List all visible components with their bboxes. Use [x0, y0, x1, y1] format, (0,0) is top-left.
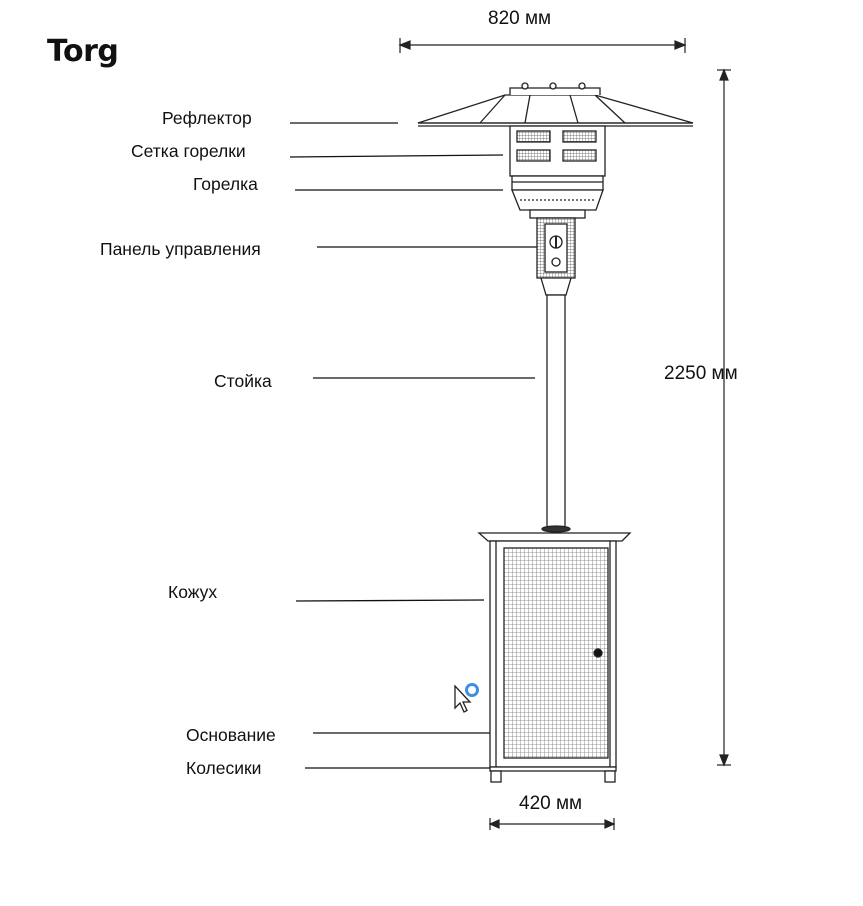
width-top-dimension: 820 мм [488, 8, 552, 29]
burner [511, 175, 604, 219]
base-wheels [489, 766, 617, 783]
dimension-line-top [398, 38, 687, 53]
width-base-dimension: 420 мм [519, 793, 583, 814]
height-dimension: 2250 мм [664, 363, 738, 384]
label-control-panel: Панель управления [100, 239, 261, 259]
label-housing: Кожух [168, 582, 218, 602]
label-wheels: Колесики [186, 758, 262, 778]
label-burner: Горелка [193, 174, 258, 194]
label-base: Основание [186, 725, 276, 745]
brand-logo: Torg [47, 34, 119, 69]
pole [546, 294, 566, 529]
reflector [417, 82, 694, 127]
mouse-pointer-with-busy-spinner-icon [454, 683, 479, 713]
dimension-line-height [717, 68, 731, 767]
dimension-line-base [488, 818, 616, 830]
leader-lines [289, 122, 537, 769]
housing-top [477, 525, 632, 542]
burner-mesh [509, 125, 606, 177]
label-burner-mesh: Сетка горелки [131, 141, 246, 161]
control-panel [536, 217, 576, 296]
label-pole: Стойка [214, 371, 272, 391]
label-reflector: Рефлектор [162, 108, 252, 128]
housing [489, 540, 617, 768]
